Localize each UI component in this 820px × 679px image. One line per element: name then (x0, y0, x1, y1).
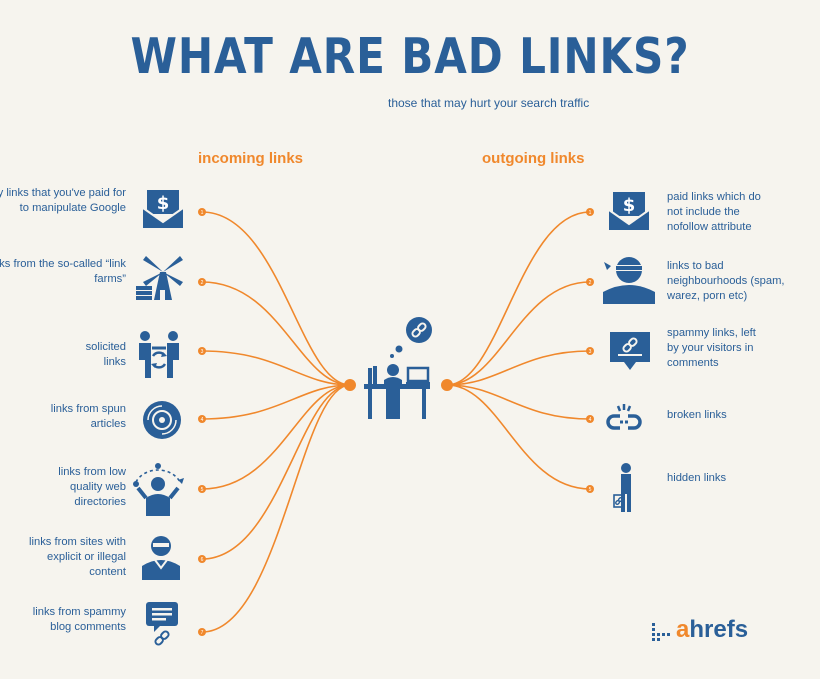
incoming-node-4 (198, 415, 206, 423)
incoming-item-4-text: links from spun articles (50, 403, 126, 430)
svg-text:$: $ (623, 195, 636, 216)
incoming-connector (201, 384, 351, 560)
spinning-disc-icon (143, 401, 181, 439)
incoming-item-3-text: solicited links (85, 341, 126, 368)
hidden-person-icon (613, 463, 631, 512)
outgoing-connector (446, 384, 591, 490)
incoming-connector (201, 350, 351, 386)
incoming-node-2-number: 2 (201, 280, 204, 286)
page-subtitle: those that may hurt your search traffic (388, 96, 590, 110)
outgoing-item-1-text: paid links which do not include the nofo… (667, 191, 761, 233)
incoming-node-7 (198, 628, 206, 636)
outgoing-node-5-number: 5 (589, 487, 592, 493)
outgoing-hub-dot (441, 379, 453, 391)
outgoing-node-1-number: 1 (589, 210, 592, 216)
incoming-node-3-number: 3 (201, 349, 204, 355)
outgoing-item-2-text: links to bad neighbourhoods (spam, warez… (667, 260, 785, 302)
outgoing-item-5-text: hidden links (667, 472, 727, 484)
incoming-node-6-number: 6 (201, 557, 204, 563)
incoming-node-2 (198, 278, 206, 286)
logo-rest: hrefs (689, 616, 749, 643)
ahrefs-logo-icon (652, 623, 670, 641)
incoming-node-1-number: 1 (201, 210, 204, 216)
incoming-item-1-text: any links that you've paid for to manipu… (0, 187, 126, 214)
outgoing-node-1 (586, 208, 594, 216)
incoming-item-7-text: links from spammy blog comments (32, 606, 126, 633)
incoming-node-6 (198, 555, 206, 563)
incoming-hub-dot (344, 379, 356, 391)
outgoing-node-3 (586, 347, 594, 355)
incoming-connector (201, 384, 351, 490)
incoming-node-7-number: 7 (201, 630, 204, 636)
outgoing-item-4-text: broken links (667, 409, 727, 421)
chat-link-icon (610, 332, 650, 370)
incoming-node-3 (198, 347, 206, 355)
outgoing-node-2 (586, 278, 594, 286)
outgoing-node-4 (586, 415, 594, 423)
incoming-node-1 (198, 208, 206, 216)
incoming-item-5-text: links from low quality web directories (58, 466, 126, 508)
outgoing-connector (446, 211, 591, 386)
masked-person-icon (142, 536, 180, 580)
handshake-icon (139, 331, 179, 378)
outgoing-node-5 (586, 485, 594, 493)
windmill-farm-icon (136, 256, 183, 300)
incoming-item-6-text: links from sites with explicit or illega… (29, 536, 126, 578)
incoming-node-5 (198, 485, 206, 493)
outgoing-item-3-text: spammy links, left by your visitors in c… (667, 327, 756, 369)
juggler-person-icon (133, 463, 184, 516)
incoming-node-5-number: 5 (201, 487, 204, 493)
outgoing-connector (446, 281, 591, 386)
incoming-connector (201, 211, 351, 386)
money-envelope-icon-outgoing: $ (608, 192, 650, 230)
desk-worker-icon (364, 317, 432, 419)
broken-link-icon (606, 404, 642, 430)
incoming-item-2-text: links from the so-called “link farms” (0, 258, 126, 285)
logo-a: a (676, 616, 690, 643)
outgoing-links-heading: outgoing links (482, 150, 585, 167)
incoming-connector (201, 384, 351, 633)
incoming-connector (201, 281, 351, 386)
svg-text:$: $ (157, 193, 170, 214)
comment-link-icon (146, 602, 178, 646)
page-title: WHAT ARE BAD LINKS? (130, 28, 690, 85)
outgoing-node-2-number: 2 (589, 280, 592, 286)
bandit-icon (603, 257, 655, 304)
outgoing-node-4-number: 4 (589, 417, 592, 423)
money-envelope-icon: $ (142, 190, 184, 228)
incoming-node-4-number: 4 (201, 417, 204, 423)
outgoing-node-3-number: 3 (589, 349, 592, 355)
outgoing-connector (446, 384, 591, 420)
outgoing-connector (446, 350, 591, 386)
ahrefs-logo: ahrefs (676, 616, 748, 644)
incoming-connector (201, 384, 351, 420)
incoming-links-heading: incoming links (198, 150, 304, 167)
